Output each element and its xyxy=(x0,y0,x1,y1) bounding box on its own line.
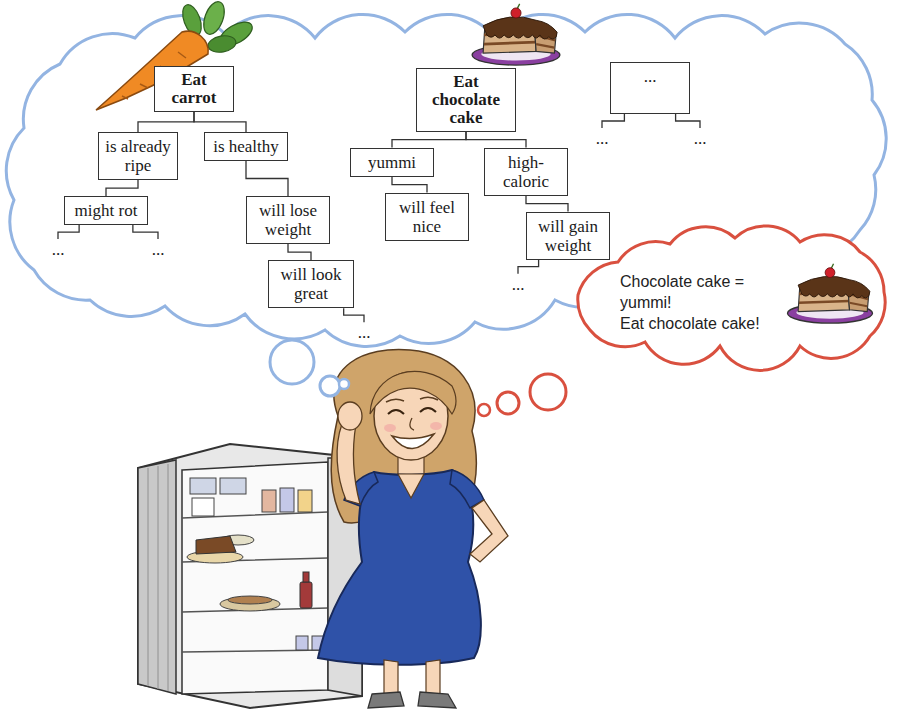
box-text: is healthy xyxy=(209,137,283,156)
tree-connector xyxy=(246,161,288,196)
tree-connector xyxy=(194,112,246,132)
cake-picture xyxy=(472,4,560,65)
reason-box: high-caloric xyxy=(484,148,568,196)
tree-connector xyxy=(526,196,568,212)
continuation-dots: ... xyxy=(512,276,525,293)
box-text: might rot xyxy=(69,201,143,220)
box-text: Eat carrot xyxy=(159,71,229,107)
box-text: high-caloric xyxy=(489,153,563,191)
woman-picture-part xyxy=(318,470,481,665)
red-thought-bubbles xyxy=(478,374,566,416)
fridge-picture xyxy=(138,444,362,708)
tree-connector xyxy=(392,132,466,148)
fridge-picture-part xyxy=(138,460,176,694)
tree-connector xyxy=(288,244,311,260)
fridge-picture-part xyxy=(298,490,312,512)
blue-thought-bubbles-part xyxy=(339,379,349,389)
cloud-outline-path xyxy=(578,226,885,370)
box-text: will gain weight xyxy=(531,217,605,255)
tree-connector xyxy=(138,112,194,132)
red-thought-bubbles-part xyxy=(497,392,519,414)
leader-line xyxy=(344,308,364,322)
woman-picture-part xyxy=(410,418,414,430)
woman-picture-part xyxy=(430,422,442,430)
blue-thought-bubbles xyxy=(270,340,349,396)
reason-box: will look great xyxy=(268,260,354,308)
woman-picture-part xyxy=(392,434,434,449)
blue-thought-bubbles-part xyxy=(270,340,314,384)
cloud-outline xyxy=(578,234,890,350)
fridge-picture-part xyxy=(182,462,328,694)
reason-box: is already ripe xyxy=(98,132,178,180)
tree-connector xyxy=(392,177,427,193)
woman-picture-part xyxy=(337,424,360,504)
woman-picture-part xyxy=(470,500,508,562)
carrot-picture-part xyxy=(207,34,237,55)
red-thought-bubbles-part xyxy=(478,404,490,416)
woman-picture-part xyxy=(386,397,438,402)
leader-line xyxy=(518,260,539,274)
woman-picture-part xyxy=(388,408,436,414)
thought-text: Chocolate cake = yummi! xyxy=(620,272,780,314)
reason-box: Eat chocolate cake xyxy=(416,68,516,132)
fridge-picture-part xyxy=(262,490,276,512)
continuation-dots: ... xyxy=(152,241,165,258)
box-text: yummi xyxy=(355,153,429,172)
reason-box: might rot xyxy=(64,196,148,225)
continuation-dots: ... xyxy=(52,241,65,258)
woman-picture-part xyxy=(370,371,456,414)
box-text: will feel nice xyxy=(390,198,464,236)
woman-picture xyxy=(318,350,508,708)
woman-picture-part xyxy=(384,424,396,432)
fridge-picture-part xyxy=(148,464,168,691)
reason-box: ... xyxy=(610,62,690,114)
tree-connector xyxy=(106,180,138,196)
blue-thought-bubbles-part xyxy=(320,376,340,396)
leader-line xyxy=(133,225,158,239)
reason-box: will gain weight xyxy=(526,212,610,260)
red-thought-bubbles-part xyxy=(530,374,566,410)
tree-connector xyxy=(466,132,526,148)
continuation-dots: ... xyxy=(694,130,707,147)
fridge-picture-part xyxy=(220,478,246,494)
fridge-picture-part xyxy=(196,536,236,554)
fridge-picture-part xyxy=(300,582,312,608)
red-cloud-fill xyxy=(578,226,885,370)
box-text: will lose weight xyxy=(251,201,325,239)
fridge-picture-part xyxy=(192,498,214,516)
continuation-dots: ... xyxy=(358,324,371,341)
fridge-picture-part xyxy=(220,597,280,611)
reason-box: will feel nice xyxy=(385,193,469,241)
leader-line xyxy=(676,114,700,128)
cake-picture xyxy=(787,264,872,323)
box-text: Eat chocolate cake xyxy=(421,73,511,127)
fridge-picture-part xyxy=(190,478,216,494)
fridge-picture-part xyxy=(280,488,294,512)
box-text: will look great xyxy=(273,265,349,303)
thought-cloud: Chocolate cake = yummi!Eat chocolate cak… xyxy=(578,234,890,350)
box-text: ... xyxy=(615,67,685,86)
woman-picture-part xyxy=(398,474,424,498)
fridge-picture-part xyxy=(296,636,308,650)
continuation-dots: ... xyxy=(596,130,609,147)
fridge-picture-part xyxy=(182,512,328,652)
fridge-picture-part xyxy=(138,444,362,708)
leader-line xyxy=(602,114,624,128)
reason-box: Eat carrot xyxy=(154,66,234,112)
thought-text: Eat chocolate cake! xyxy=(620,314,780,335)
woman-picture-part xyxy=(368,692,456,708)
woman-picture-part xyxy=(338,402,362,430)
reason-box: is healthy xyxy=(204,132,288,161)
fridge-picture-part xyxy=(303,572,309,582)
woman-picture-part xyxy=(450,470,484,508)
box-text: is already ripe xyxy=(103,137,173,175)
leader-line xyxy=(58,225,79,239)
reason-box: will lose weight xyxy=(246,196,330,244)
fridge-picture-part xyxy=(228,596,272,604)
woman-picture-part xyxy=(384,660,440,696)
reason-box: yummi xyxy=(350,148,434,177)
